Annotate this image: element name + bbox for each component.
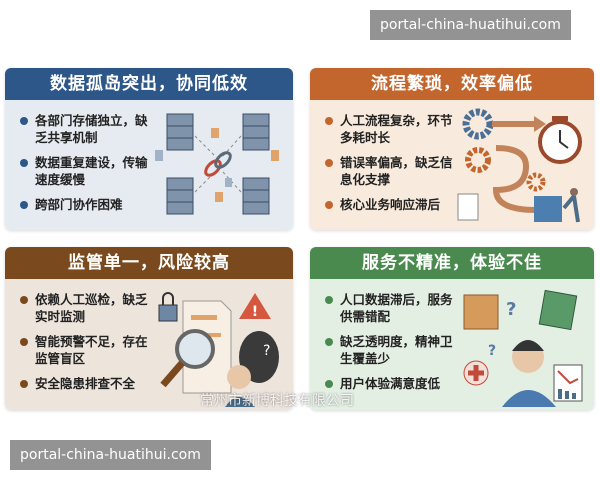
svg-text:?: ? xyxy=(263,343,270,359)
panel-title: 监管单一，风险较高 xyxy=(5,247,293,279)
list-item: 错误率偏高，缺乏信息化支撑 xyxy=(324,154,464,188)
list-item: 核心业务响应滞后 xyxy=(324,196,464,213)
list-item: 用户体验满意度低 xyxy=(324,375,464,392)
watermark-banner-top: portal-china-huatihui.com xyxy=(370,10,571,40)
watermark-banner-bottom: portal-china-huatihui.com xyxy=(10,440,211,470)
svg-text:!: ! xyxy=(252,304,258,320)
list-item: 依赖人工巡检，缺乏实时监测 xyxy=(19,291,159,325)
magnifier-warning-icon: ! ? xyxy=(158,292,279,407)
panel-complex-process: 流程繁琐，效率偏低 人工流程复杂，环节多耗时长 错误率偏高，缺乏信息化支撑 核心… xyxy=(310,68,594,230)
panel-title: 数据孤岛突出，协同低效 xyxy=(5,68,293,100)
svg-text:?: ? xyxy=(488,343,496,359)
list-item: 跨部门协作困难 xyxy=(19,196,159,213)
source-watermark: 常州市新博科技有限公司 xyxy=(200,393,354,409)
list-item: 数据重复建设，传输速度缓慢 xyxy=(19,154,159,188)
svg-text:?: ? xyxy=(506,299,516,320)
list-item: 人口数据滞后，服务供需错配 xyxy=(324,291,464,325)
list-item: 智能预警不足，存在监管盲区 xyxy=(19,333,159,367)
puzzle-person-icon: ? ? xyxy=(463,289,583,407)
panel-imprecise-service: 服务不精准，体验不佳 人口数据滞后，服务供需错配 缺乏透明度，精神卫生覆盖少 用… xyxy=(310,247,594,410)
panel-data-silos: 数据孤岛突出，协同低效 各部门存储独立，缺乏共享机制 数据重复建设，传输速度缓慢… xyxy=(5,68,293,230)
gears-clock-icon xyxy=(457,108,582,223)
panel-weak-supervision: 监管单一，风险较高 依赖人工巡检，缺乏实时监测 智能预警不足，存在监管盲区 安全… xyxy=(5,247,293,410)
list-item: 安全隐患排查不全 xyxy=(19,375,159,392)
panel-title: 服务不精准，体验不佳 xyxy=(310,247,594,279)
server-network-icon xyxy=(155,113,279,215)
list-item: 缺乏透明度，精神卫生覆盖少 xyxy=(324,333,464,367)
panel-title: 流程繁琐，效率偏低 xyxy=(310,68,594,100)
list-item: 各部门存储独立，缺乏共享机制 xyxy=(19,112,159,146)
list-item: 人工流程复杂，环节多耗时长 xyxy=(324,112,464,146)
